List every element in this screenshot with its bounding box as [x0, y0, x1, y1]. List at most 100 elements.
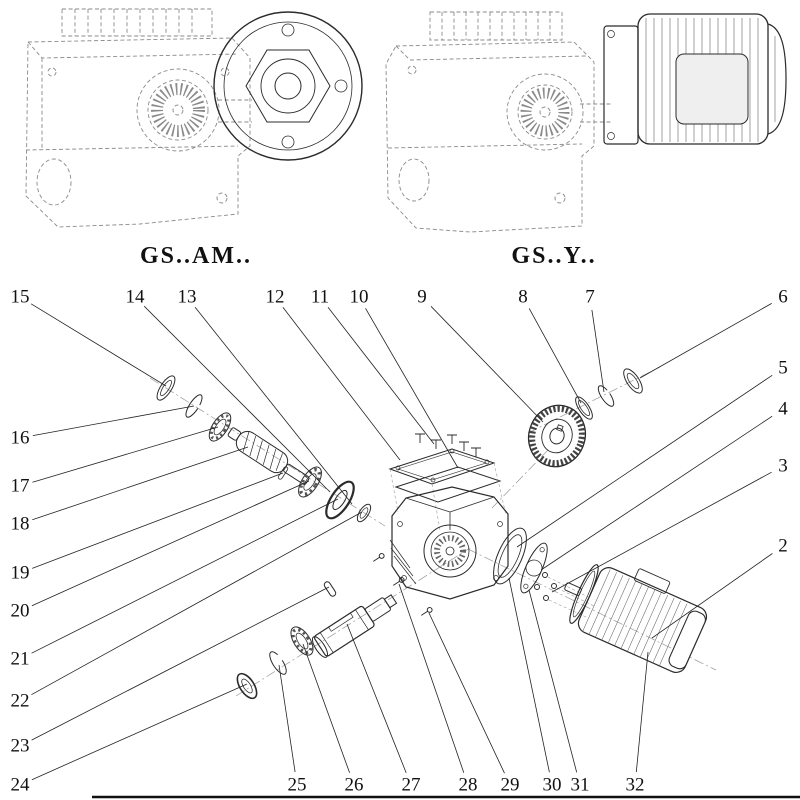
part-number-17: 17 [11, 476, 30, 497]
leader-line-30 [508, 577, 550, 773]
part-number-3: 3 [778, 456, 788, 477]
part-number-20: 20 [11, 601, 30, 622]
part-number-8: 8 [518, 287, 528, 308]
part-number-10: 10 [350, 287, 369, 308]
leader-line-4 [540, 415, 773, 571]
part-number-15: 15 [11, 287, 30, 308]
part-number-2: 2 [778, 536, 788, 557]
gearmotor-housing-drawing [385, 11, 612, 233]
part-number-32: 32 [626, 775, 645, 796]
output-axis-line [235, 547, 471, 697]
screw [373, 553, 385, 562]
part-number-13: 13 [178, 287, 197, 308]
leader-line-22 [31, 511, 363, 696]
bearing [290, 626, 314, 656]
part-number-29: 29 [501, 775, 520, 796]
cover-plate-assembly [388, 433, 507, 531]
gear-mount-axis-line [491, 449, 549, 509]
spacer-ring [356, 503, 372, 523]
bearing [298, 466, 322, 498]
part-number-21: 21 [11, 649, 30, 670]
leader-line-20 [31, 480, 310, 607]
motor-drawing [603, 13, 787, 145]
leader-line-12 [282, 307, 401, 461]
worm-shaft [227, 427, 310, 485]
part-number-14: 14 [126, 287, 146, 308]
seal-ring [156, 375, 176, 401]
retaining-ring [597, 385, 615, 407]
leader-line-10 [365, 308, 459, 469]
part-number-12: 12 [266, 287, 285, 308]
leader-line-11 [327, 307, 435, 445]
leader-line-29 [428, 612, 505, 774]
part-number-27: 27 [402, 775, 421, 796]
key-pin [277, 466, 289, 480]
leader-line-9 [430, 306, 544, 423]
leader-line-31 [528, 589, 578, 773]
exploded-view [149, 366, 717, 700]
leader-line-28 [398, 583, 465, 773]
leader-line-25 [278, 664, 296, 773]
leader-line-13 [194, 306, 353, 505]
parallel-key [323, 581, 337, 597]
end-washer [236, 672, 258, 700]
leader-line-19 [32, 472, 284, 569]
screw [393, 577, 405, 586]
adapter-flange [520, 542, 548, 594]
part-number-31: 31 [571, 775, 590, 796]
leader-line-6 [639, 303, 772, 379]
part-number-16: 16 [11, 428, 30, 449]
leader-line-2 [651, 553, 773, 639]
output-shaft [311, 594, 398, 658]
gearbox-housing-drawing [25, 8, 252, 228]
part-number-24: 24 [11, 775, 31, 796]
leader-line-16 [32, 405, 195, 436]
part-number-4: 4 [778, 399, 788, 420]
flange-gasket [493, 527, 527, 585]
part-number-23: 23 [11, 736, 30, 757]
screw [421, 607, 433, 616]
part-number-30: 30 [543, 775, 562, 796]
leader-line-5 [516, 374, 773, 548]
part-number-28: 28 [459, 775, 478, 796]
leader-line-32 [635, 651, 649, 773]
part-number-11: 11 [311, 287, 329, 308]
bearing [208, 412, 232, 442]
leader-line-8 [528, 308, 582, 404]
output-flange-drawing [213, 11, 363, 161]
variant-label-gs-y: GS..Y.. [511, 243, 596, 269]
worm-axis-line [149, 377, 386, 527]
retaining-ring [269, 651, 287, 675]
leader-line-3 [551, 471, 772, 593]
leader-line-15 [30, 303, 167, 387]
cover-bolts [415, 433, 481, 457]
part-number-22: 22 [11, 691, 30, 712]
part-number-6: 6 [778, 287, 788, 308]
leader-line-18 [32, 446, 249, 521]
part-number-25: 25 [288, 775, 307, 796]
leader-line-14 [143, 305, 331, 493]
small-fasteners [323, 553, 433, 616]
part-number-18: 18 [11, 514, 30, 535]
shim-ring [575, 396, 593, 420]
leader-line-17 [32, 426, 219, 483]
part-number-9: 9 [417, 287, 427, 308]
washer-disc [325, 480, 355, 520]
leader-line-23 [31, 586, 330, 741]
gear-housing [389, 486, 509, 600]
leader-line-7 [591, 309, 605, 393]
part-number-19: 19 [11, 563, 30, 584]
leader-line-27 [346, 623, 407, 774]
part-number-5: 5 [778, 358, 788, 379]
motor [564, 564, 708, 673]
leader-line-24 [31, 683, 248, 781]
leader-line-26 [302, 643, 350, 773]
part-number-26: 26 [345, 775, 364, 796]
variant-label-gs-am: GS..AM.. [140, 243, 252, 269]
seal-ring [623, 368, 643, 394]
part-number-7: 7 [585, 287, 595, 308]
leader-line-21 [31, 498, 339, 654]
